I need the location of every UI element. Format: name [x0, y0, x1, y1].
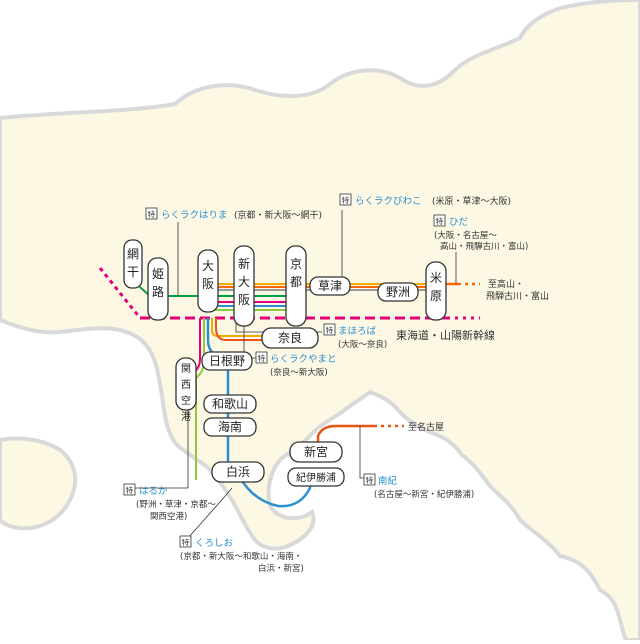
station-maibara[interactable]: 米原	[425, 261, 447, 321]
train-kuroshio-name: くろしお	[195, 538, 234, 549]
toku-icon: 特	[126, 485, 134, 495]
station-kainan-label: 海南	[218, 419, 242, 434]
station-shirahama-label: 白浜	[226, 464, 250, 479]
line-kuroshio	[206, 318, 312, 508]
train-haruka: 特 はるか (野洲・草津・京都〜 関西空港)	[123, 483, 216, 522]
destination-takayama-2: 飛騨古川・富山	[486, 290, 549, 302]
station-osaka-label: 大阪	[202, 259, 214, 291]
station-hineno[interactable]: 日根野	[201, 351, 253, 371]
leader-kuroshio	[187, 487, 233, 539]
line-nanki	[316, 424, 374, 444]
station-himeji-label: 姫路	[152, 267, 164, 299]
station-kansai-airport[interactable]: 関西空港	[175, 357, 197, 423]
train-biwako-name: らくラクびわこ	[355, 196, 422, 207]
station-yasu[interactable]: 野洲	[377, 282, 419, 302]
train-kuroshio-route-1: (京都・新大阪〜和歌山・海南・	[180, 551, 302, 562]
leader-haruka	[134, 410, 189, 489]
train-haruka-name: はるか	[139, 486, 168, 497]
station-kainan[interactable]: 海南	[203, 417, 257, 437]
train-hida-route-2: 高山・飛騨古川・富山)	[440, 241, 528, 252]
station-nara[interactable]: 奈良	[261, 327, 319, 349]
toku-icon: 特	[182, 537, 190, 547]
toku-icon: 特	[326, 325, 334, 335]
station-maibara-label: 米原	[430, 271, 442, 303]
train-yamato-route: (奈良〜新大阪)	[270, 367, 328, 378]
station-yasu-label: 野洲	[386, 285, 410, 299]
train-harima-route: (京都・新大阪〜網干)	[234, 209, 322, 221]
land-lower-left	[0, 436, 78, 531]
destination-nagoya: 至名古屋	[408, 421, 444, 433]
station-shirahama[interactable]: 白浜	[211, 461, 265, 483]
train-hida-route-1: (大阪・名古屋〜	[434, 230, 497, 241]
destination-takayama: 至高山・	[488, 278, 524, 290]
toku-icon: 特	[366, 475, 374, 485]
train-biwako-route: (米原・草津〜大阪)	[432, 195, 511, 207]
station-hineno-label: 日根野	[209, 354, 245, 368]
train-haruka-route-1: (野洲・草津・京都〜	[136, 499, 216, 510]
train-kuroshio: 特 くろしお (京都・新大阪〜和歌山・海南・ 白浜・新宮)	[179, 535, 304, 574]
station-shingu-label: 新宮	[304, 444, 328, 459]
train-hida: 特 ひだ (大阪・名古屋〜 高山・飛騨古川・富山)	[433, 214, 528, 252]
train-kuroshio-route-2: 白浜・新宮)	[258, 563, 304, 574]
train-rakuraku-yamato: 特 らくラクやまと (奈良〜新大阪)	[255, 351, 337, 378]
station-abo[interactable]: 網干	[123, 239, 143, 289]
station-wakayama[interactable]: 和歌山	[203, 394, 257, 414]
station-osaka[interactable]: 大阪	[197, 249, 219, 313]
station-kii-katsuura[interactable]: 紀伊勝浦	[287, 467, 345, 487]
station-himeji[interactable]: 姫路	[147, 257, 169, 321]
train-nanki-name: 南紀	[378, 475, 398, 487]
station-nara-label: 奈良	[278, 330, 302, 345]
train-nanki: 特 南紀 (名古屋〜新宮・紀伊勝浦)	[363, 473, 474, 500]
station-kyoto-label: 京都	[290, 257, 302, 289]
station-kyoto[interactable]: 京都	[285, 245, 307, 327]
toku-icon: 特	[342, 195, 350, 205]
line-nara-red	[215, 318, 262, 341]
train-rakuraku-biwako: 特 らくラクびわこ (米原・草津〜大阪)	[339, 193, 511, 207]
train-mahoroba: 特 まほろば (大阪〜奈良)	[323, 323, 387, 350]
toku-icon: 特	[436, 216, 444, 226]
station-shin-osaka-label: 新大阪	[238, 256, 250, 307]
train-hida-name: ひだ	[449, 217, 469, 228]
train-haruka-route-2: 関西空港)	[150, 511, 187, 522]
station-wakayama-label: 和歌山	[212, 396, 248, 411]
train-mahoroba-route: (大阪〜奈良)	[338, 339, 387, 350]
station-shingu[interactable]: 新宮	[289, 441, 343, 463]
train-harima-name: らくラクはりま	[161, 210, 228, 221]
station-abo-label: 網干	[127, 247, 139, 279]
train-mahoroba-name: まほろば	[338, 326, 377, 337]
leader-nanki	[359, 426, 366, 479]
shinkansen-label: 東海道・山陽新幹線	[396, 328, 495, 342]
toku-icon: 特	[258, 353, 266, 363]
station-kusatsu[interactable]: 草津	[309, 276, 351, 296]
train-yamato-name: らくラクやまと	[270, 354, 337, 365]
train-nanki-route: (名古屋〜新宮・紀伊勝浦)	[374, 489, 474, 500]
station-kii-katsuura-label: 紀伊勝浦	[296, 471, 336, 484]
toku-icon: 特	[148, 209, 156, 219]
train-rakuraku-harima: 特 らくラクはりま (京都・新大阪〜網干)	[145, 207, 322, 221]
shinkansen-west-extension	[98, 267, 142, 319]
station-kansai-airport-label: 関西空港	[181, 363, 191, 423]
station-kusatsu-label: 草津	[318, 279, 342, 293]
station-shin-osaka[interactable]: 新大阪	[233, 245, 255, 327]
